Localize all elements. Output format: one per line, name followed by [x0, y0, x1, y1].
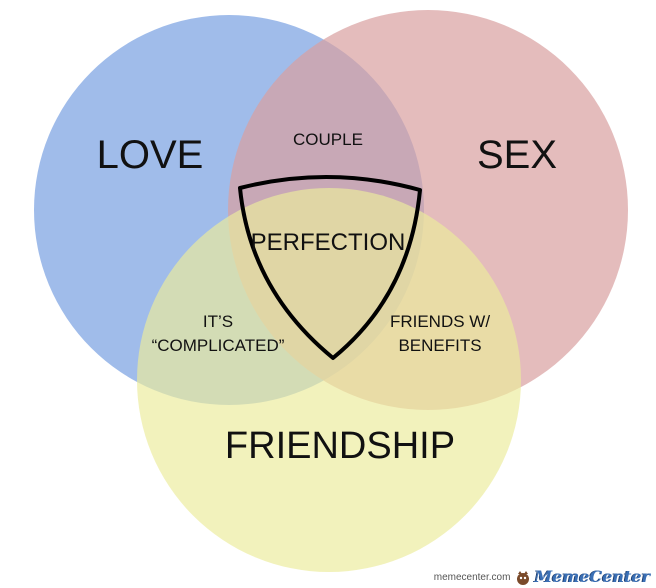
perfection-outline — [238, 175, 422, 360]
label-friendship: FRIENDSHIP — [225, 425, 455, 467]
memecenter-logo: MemeCenter — [514, 568, 650, 586]
watermark-url: memecenter.com — [433, 572, 511, 583]
label-love: LOVE — [97, 133, 204, 177]
watermark-brand: MemeCenter — [534, 567, 650, 586]
mascot-icon — [517, 571, 530, 585]
label-perfection: PERFECTION — [251, 229, 406, 256]
label-friends-benefits-line2: BENEFITS — [398, 336, 481, 355]
label-complicated-line2: “COMPLICATED” — [152, 336, 285, 355]
label-complicated-line1: IT’S — [203, 312, 233, 331]
memecenter-watermark: memecenter.com MemeCenter — [434, 564, 650, 586]
label-couple: COUPLE — [293, 130, 363, 149]
label-sex: SEX — [477, 133, 557, 177]
label-friends-benefits-line1: FRIENDS W/ — [390, 312, 490, 331]
circle-friendship — [137, 188, 521, 572]
